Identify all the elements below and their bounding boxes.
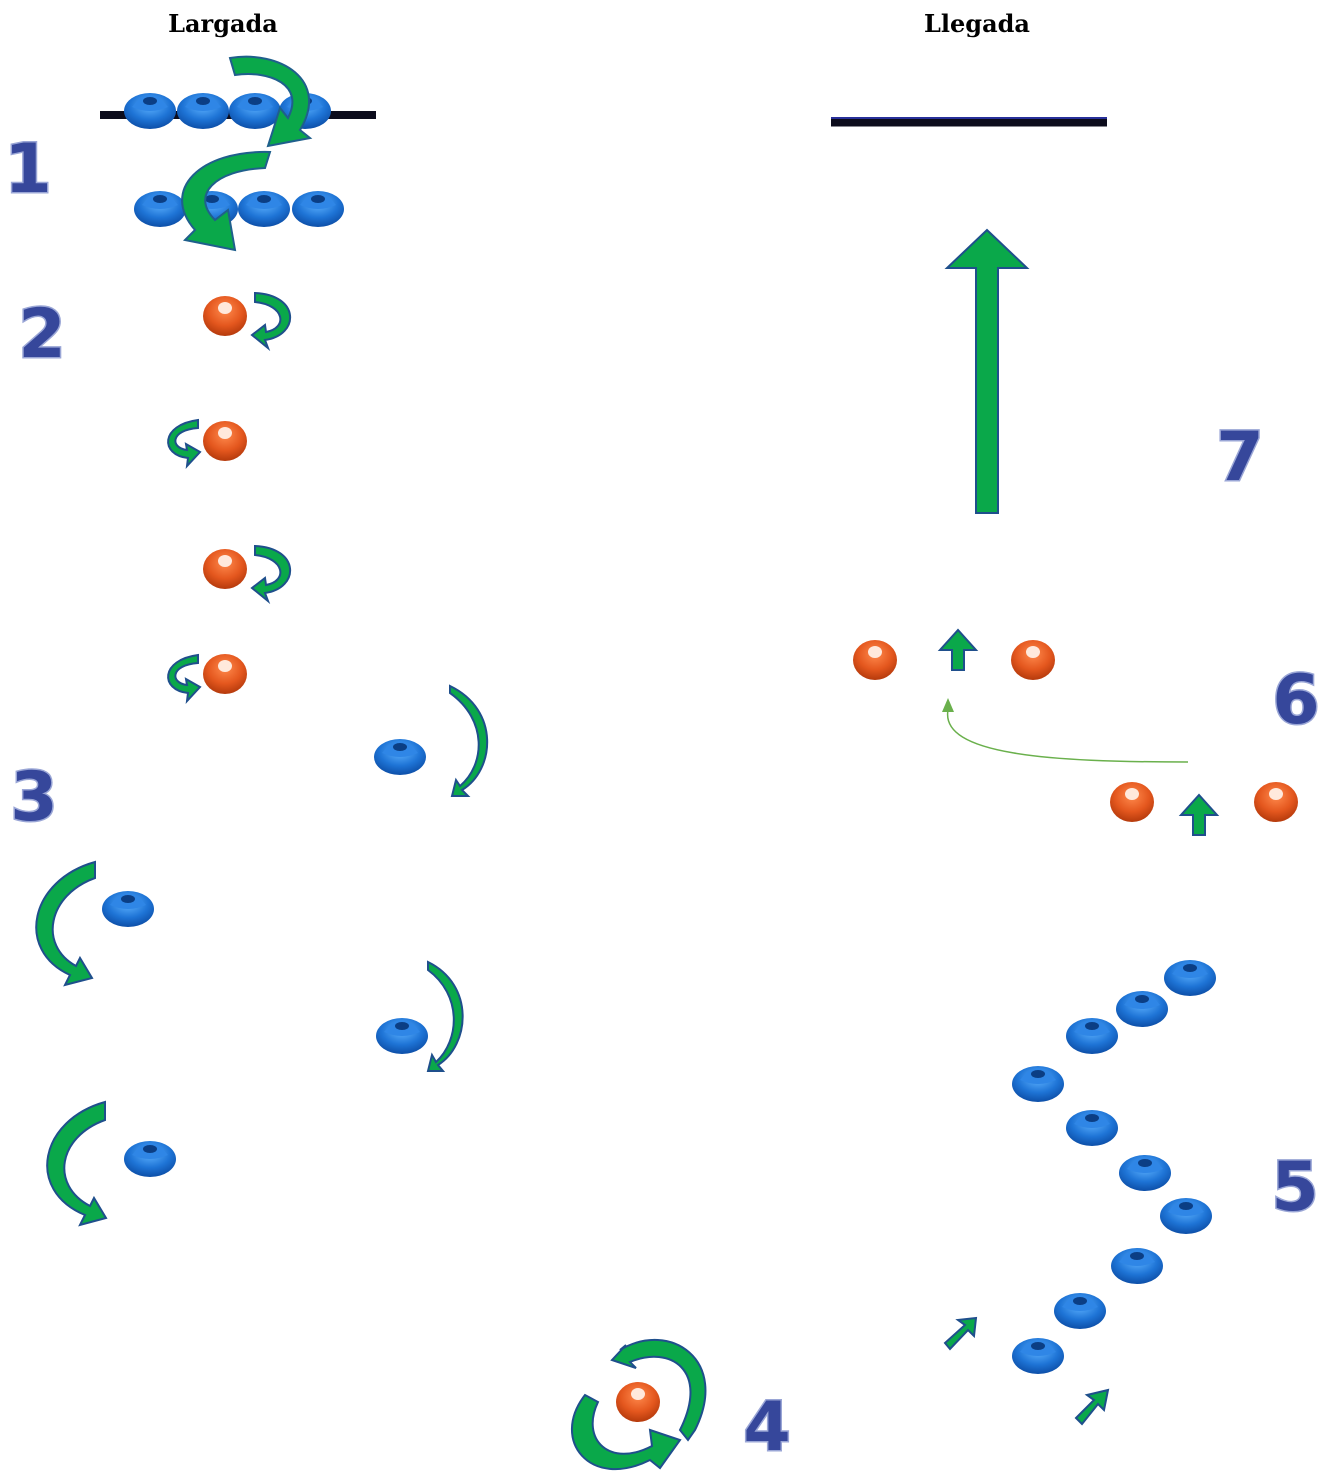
station-6-arrows (937, 628, 1220, 836)
blue-cone (1164, 960, 1216, 996)
station-number-7: 7 (1216, 418, 1263, 497)
blue-cone (124, 93, 176, 129)
blue-cone (374, 739, 426, 775)
station-7-arrow (944, 228, 1030, 514)
station-number-2: 2 (18, 295, 65, 374)
blue-cone (1066, 1018, 1118, 1054)
blue-cone (1160, 1198, 1212, 1234)
orange-cone (1254, 782, 1298, 822)
blue-cone (1119, 1155, 1171, 1191)
blue-cone (376, 1018, 428, 1054)
orange-cone (203, 654, 247, 694)
station-6-cones (853, 640, 1298, 822)
station-1-weave-arrow (181, 55, 313, 252)
blue-cone (1012, 1338, 1064, 1374)
blue-cone (177, 93, 229, 129)
blue-cone (102, 891, 154, 927)
station-2-arrows (167, 291, 292, 704)
station-3-arrows (35, 684, 489, 1227)
orange-cone (203, 421, 247, 461)
station-number-1: 1 (4, 130, 51, 209)
station-5-arrows (943, 1316, 1110, 1426)
station-number-4: 4 (743, 1388, 790, 1467)
orange-cone (203, 296, 247, 336)
blue-cone (124, 1141, 176, 1177)
blue-cone (1116, 991, 1168, 1027)
title-start: Largada (168, 9, 278, 38)
blue-cone (292, 191, 344, 227)
blue-cone (229, 93, 281, 129)
station-number-5: 5 (1271, 1148, 1318, 1227)
station-2-cones (203, 296, 247, 694)
station-3-cones (102, 739, 428, 1177)
orange-cone (1011, 640, 1055, 680)
station-number-3: 3 (10, 758, 57, 837)
station-5-cones (1012, 960, 1216, 1374)
blue-cone (134, 191, 186, 227)
blue-cone (1066, 1110, 1118, 1146)
orange-cone (1110, 782, 1154, 822)
orange-cone (853, 640, 897, 680)
station-number-6: 6 (1272, 661, 1319, 740)
blue-cone (1111, 1248, 1163, 1284)
blue-cone (1054, 1293, 1106, 1329)
station-4 (571, 1339, 707, 1471)
blue-cone (238, 191, 290, 227)
orange-cone (203, 549, 247, 589)
blue-cone (1012, 1066, 1064, 1102)
orange-cone (616, 1382, 660, 1422)
finish-line (831, 117, 1107, 127)
title-finish: Llegada (924, 9, 1030, 38)
